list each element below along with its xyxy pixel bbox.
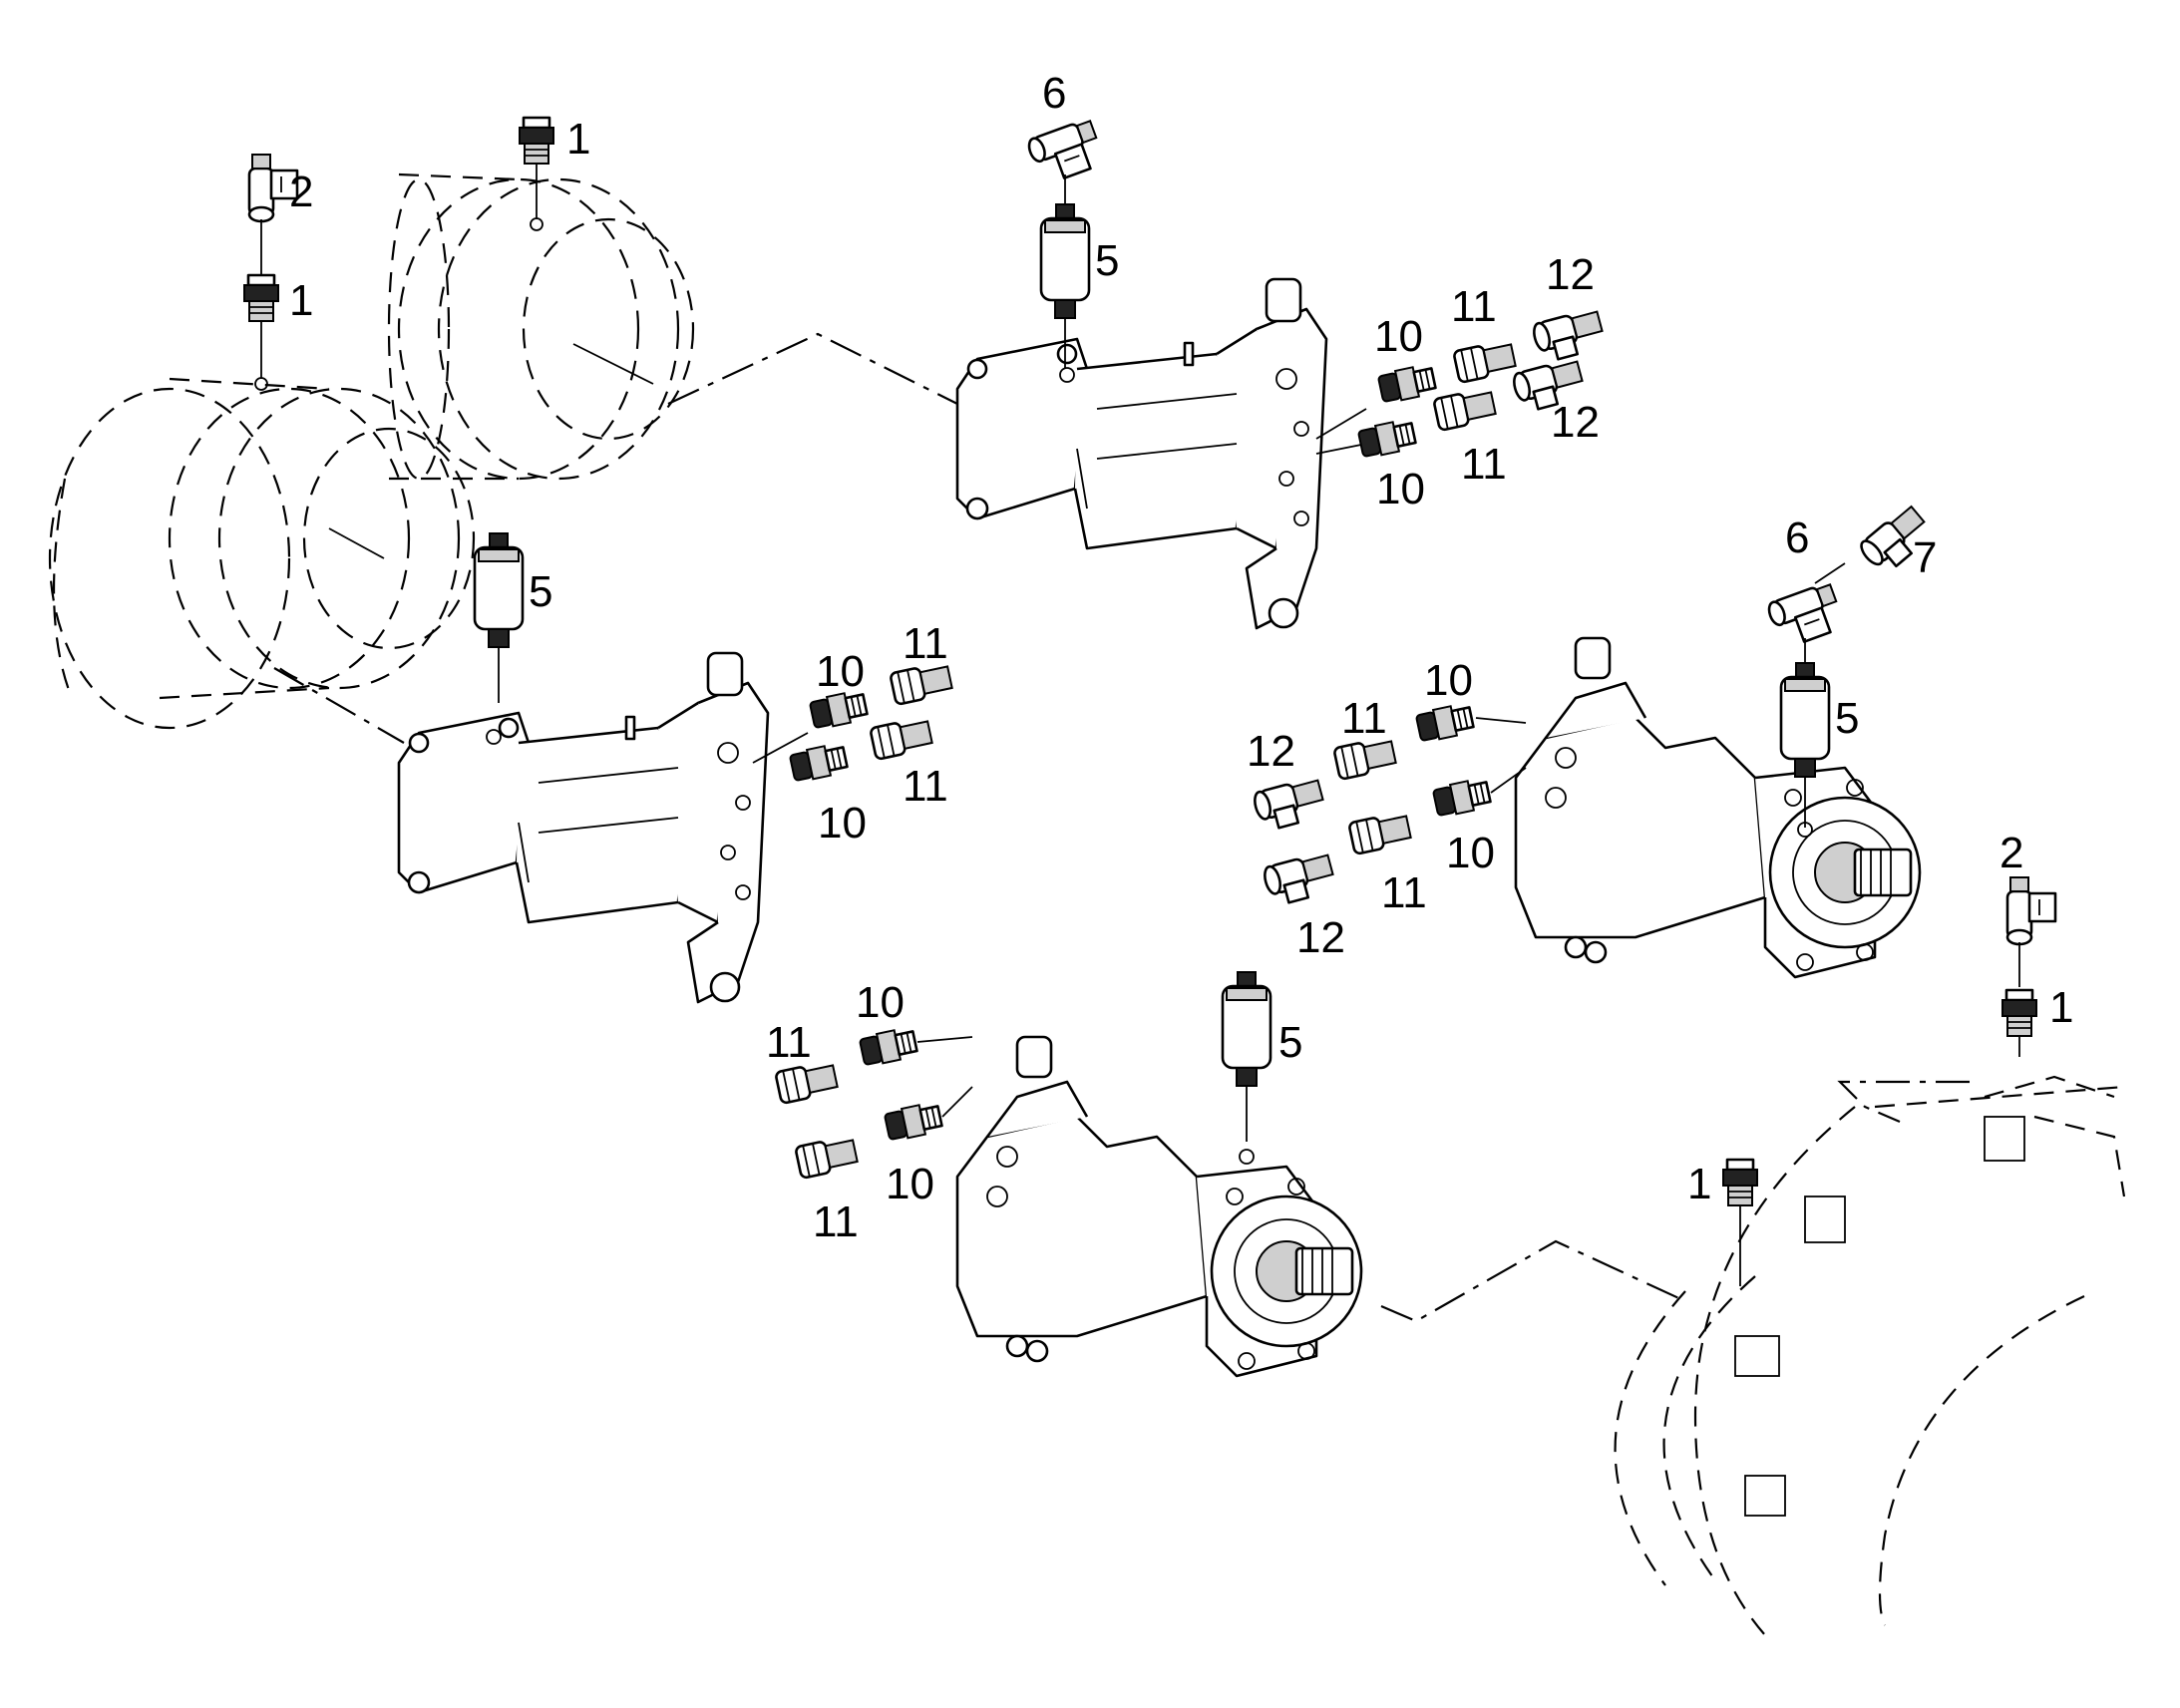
callout-5: 5 [1835, 694, 1859, 743]
fitting-12-top-upper [1530, 306, 1609, 365]
fitting-10-bottom-upper [858, 1025, 919, 1069]
callout-11: 11 [766, 1018, 812, 1067]
callout-12: 12 [1247, 727, 1295, 776]
fitting-1-bottom-right [1721, 1158, 1759, 1207]
callout-11: 11 [1451, 282, 1497, 331]
callout-2: 2 [1999, 829, 2023, 877]
fitting-11-top-upper [1452, 338, 1519, 385]
pressure-sensor-5-mid-left [473, 531, 525, 649]
motor-unit-bottom-center [955, 1035, 1363, 1378]
fitting-1-top-left-upper [518, 116, 555, 166]
callout-12: 12 [1296, 913, 1345, 962]
callout-12: 12 [1546, 250, 1595, 299]
callout-1: 1 [2049, 983, 2073, 1032]
callout-labels: 1 2 1 6 5 12 11 10 12 11 10 5 10 11 11 1… [289, 69, 2073, 1246]
pressure-sensor-5-right [1779, 661, 1831, 779]
tee-fitting-2-right [2005, 875, 2057, 946]
right-wheel-housing [1614, 1075, 2126, 1636]
callout-11: 11 [1381, 868, 1427, 917]
callout-10: 10 [1424, 656, 1473, 705]
fitting-11-bottom-lower [794, 1134, 861, 1181]
callout-11: 11 [903, 619, 948, 668]
callout-10: 10 [816, 647, 865, 696]
callout-6: 6 [1042, 69, 1066, 118]
callout-7: 7 [1913, 533, 1937, 582]
fitting-11-bottom-upper [774, 1059, 841, 1106]
callout-10: 10 [886, 1160, 934, 1208]
callout-1: 1 [1687, 1160, 1711, 1208]
callout-5: 5 [529, 567, 552, 616]
left-wheel-housing-front [48, 377, 476, 730]
callout-11: 11 [1461, 440, 1507, 489]
fitting-11-top-lower [1432, 386, 1499, 433]
fitting-11-mid-right-lower [1347, 810, 1414, 856]
callout-11: 11 [1341, 694, 1387, 743]
callout-10: 10 [818, 799, 867, 848]
callout-10: 10 [1376, 465, 1425, 513]
fitting-10-mid-right-lower [1431, 776, 1493, 820]
callout-1: 1 [566, 115, 590, 164]
pressure-sensor-5-bottom [1221, 970, 1272, 1088]
fitting-11-mid-left-upper [889, 660, 955, 707]
pressure-sensor-5-top [1039, 202, 1091, 320]
dash-dot-leader-lines [273, 332, 1970, 1323]
fitting-12-mid-right-lower [1261, 850, 1339, 908]
callout-12: 12 [1551, 398, 1600, 447]
fitting-12-mid-right-upper [1251, 775, 1329, 834]
callout-6: 6 [1785, 513, 1809, 562]
motor-unit-top-center [955, 277, 1328, 630]
callout-10: 10 [856, 978, 905, 1027]
fitting-11-mid-left-lower [869, 715, 935, 762]
callout-11: 11 [813, 1197, 859, 1246]
callout-10: 10 [1374, 312, 1423, 361]
fitting-10-bottom-lower [883, 1100, 944, 1144]
fitting-1-right-upper [2000, 988, 2038, 1038]
fitting-10-mid-left-lower [788, 741, 850, 785]
fitting-10-top-upper [1376, 362, 1438, 406]
fitting-1-top-left-lower [242, 273, 280, 323]
fitting-10-mid-right-upper [1414, 701, 1476, 745]
fitting-11-mid-right-upper [1332, 735, 1399, 782]
motor-unit-mid-right [1514, 636, 1922, 979]
callout-5: 5 [1278, 1018, 1302, 1067]
motor-unit-mid-left [397, 651, 770, 1004]
callout-2: 2 [289, 168, 313, 216]
callout-5: 5 [1095, 236, 1119, 285]
callout-10: 10 [1446, 829, 1495, 877]
left-wheel-housing-rear [387, 172, 695, 481]
callout-1: 1 [289, 276, 313, 325]
fitting-10-top-lower [1356, 417, 1418, 461]
callout-11: 11 [903, 762, 948, 811]
